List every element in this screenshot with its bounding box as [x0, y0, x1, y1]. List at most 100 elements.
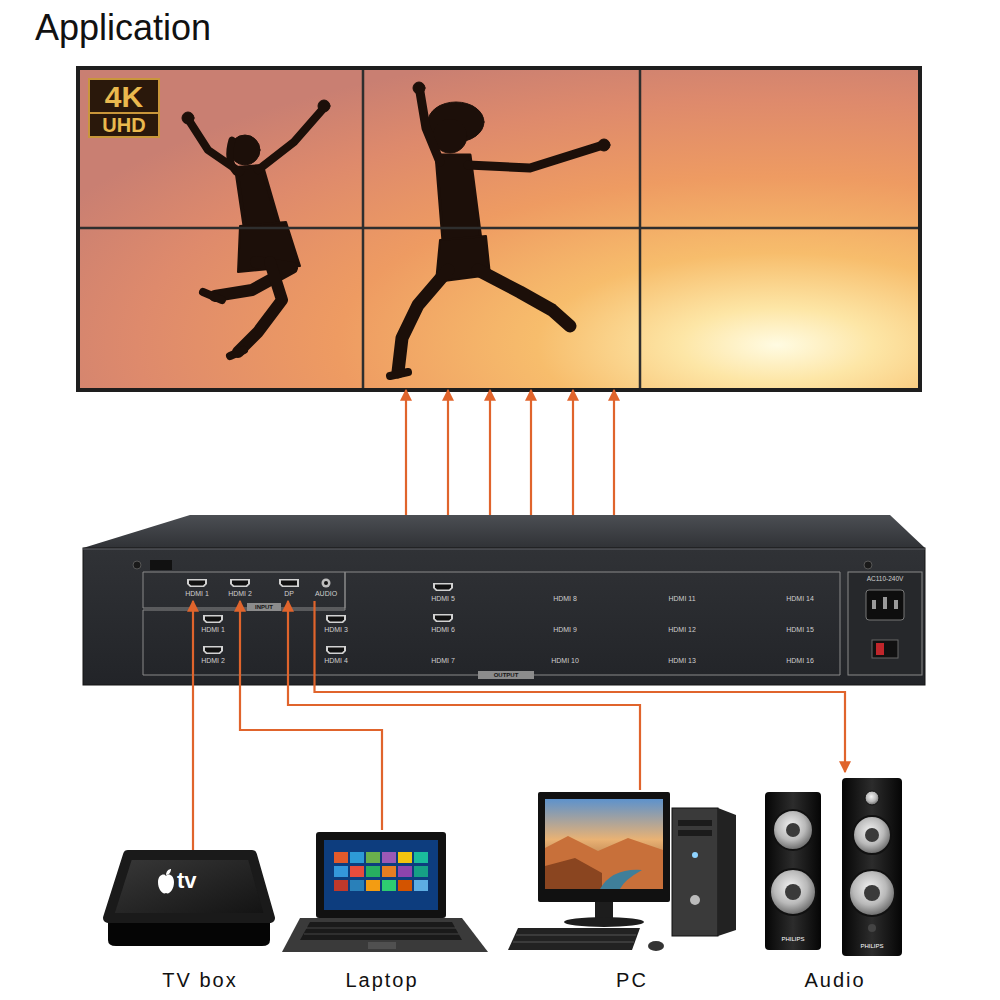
screen-tiles [414, 852, 428, 863]
jumping-figure [420, 92, 440, 162]
speaker-picture [868, 924, 876, 932]
port-label: HDMI 15 [786, 626, 814, 634]
screen-grid [78, 227, 920, 230]
port-label: HDMI 13 [668, 657, 696, 665]
power-panel [883, 597, 887, 609]
brand-text: PHILIPS [860, 943, 883, 950]
jumping-figure [413, 82, 425, 94]
laptop: Laptop [285, 830, 480, 995]
speaker-picture [770, 869, 816, 915]
splicer-housing [133, 561, 141, 569]
screen-tiles [366, 852, 380, 863]
output-arrow [447, 390, 449, 515]
input-port: HDMI 1 [182, 576, 212, 601]
screen-tiles [398, 866, 412, 877]
output-arrow [530, 390, 532, 515]
port-label: HDMI 2 [228, 590, 252, 598]
pc-picture [513, 935, 636, 942]
speaker-picture [785, 884, 801, 900]
jumping-figure [478, 270, 570, 326]
power-panel [894, 600, 898, 609]
pc-picture [678, 830, 712, 836]
port-icon [203, 646, 223, 654]
port-label: HDMI 9 [553, 626, 577, 634]
speaker-picture [865, 828, 879, 842]
badge-text: 4K [88, 78, 160, 114]
device-label: Audio [804, 968, 865, 992]
port-label: AUDIO [315, 590, 337, 598]
jumping-figure [230, 350, 244, 356]
port-icon [230, 579, 250, 587]
port-icon [279, 579, 299, 587]
jumping-figure [182, 112, 194, 124]
port-icon [187, 579, 453, 655]
jumping-figure [190, 122, 240, 172]
power-panel [848, 572, 922, 675]
screen-tiles [350, 880, 364, 891]
speaker-picture [853, 816, 891, 854]
screen-tiles [414, 866, 428, 877]
page-title: Application [35, 8, 211, 48]
screen-tiles [398, 852, 412, 863]
laptop-picture [304, 934, 459, 935]
port-label: HDMI 5 [431, 595, 455, 603]
pc: PC [505, 790, 755, 995]
port-label: HDMI 6 [431, 626, 455, 634]
port-label: DP [284, 590, 294, 598]
tv-box-picture [108, 855, 270, 946]
pc-picture [692, 852, 698, 858]
pc-picture [538, 792, 670, 902]
splicer-housing [143, 572, 840, 675]
signal-cable [315, 601, 846, 772]
video-wall: 4KUHD [78, 68, 920, 390]
screen-tiles [398, 880, 412, 891]
port-label: HDMI 7 [431, 657, 455, 665]
port-icon [433, 614, 453, 622]
pc-picture [508, 792, 736, 951]
port-icon [324, 581, 328, 585]
screen-tiles [334, 852, 348, 863]
pc-picture [600, 870, 642, 889]
splicer-housing [83, 549, 925, 550]
port-label: HDMI 11 [668, 595, 695, 603]
panel-tab [478, 671, 534, 679]
screen-tiles [382, 852, 396, 863]
jumping-figure [203, 292, 222, 300]
speaker-picture [765, 778, 902, 956]
port-label: HDMI 8 [553, 595, 577, 603]
video-wall-screen [78, 68, 920, 390]
device-label: TV box [162, 968, 237, 992]
speaker-picture [765, 792, 821, 950]
screen-tiles [334, 880, 348, 891]
splicer-housing [83, 515, 925, 548]
screen-tiles [366, 880, 380, 891]
speaker-picture [849, 870, 895, 916]
port-icon [322, 579, 331, 588]
laptop-picture [368, 942, 396, 949]
laptop-picture [300, 922, 462, 940]
jumping-figure [258, 110, 322, 170]
output-arrow [405, 390, 407, 515]
screen-bezel [78, 68, 920, 390]
port-icon [326, 646, 346, 654]
pc-picture [718, 808, 736, 936]
speaker-picture [786, 823, 800, 837]
power-panel [872, 640, 898, 658]
input-port: HDMI 2 [225, 576, 255, 601]
screen-tiles [350, 852, 364, 863]
screen-tiles [382, 880, 396, 891]
port-icon [203, 615, 223, 623]
device-label: PC [616, 968, 648, 992]
port-label: HDMI 4 [324, 657, 348, 665]
output-arrow [489, 390, 491, 515]
panel-label: INPUT [255, 603, 273, 611]
screen-tiles [366, 866, 380, 877]
jumping-figure [398, 270, 448, 372]
pc-picture [513, 942, 634, 943]
pc-picture [545, 858, 602, 889]
power-panel [872, 600, 876, 609]
power-panel [848, 572, 922, 675]
audio-port: AUDIO [312, 576, 341, 601]
